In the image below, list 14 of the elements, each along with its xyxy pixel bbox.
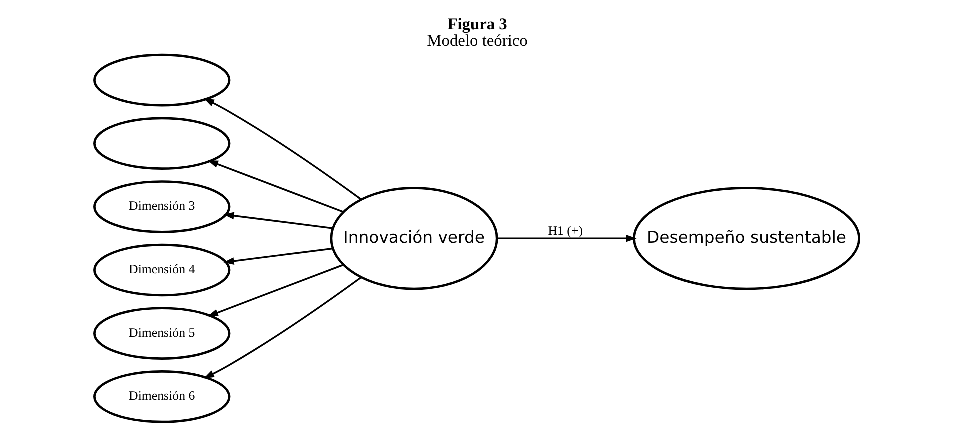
diagram-title: Figura 3: [448, 14, 508, 34]
node-ellipse: Desempeño sustentable: [633, 187, 860, 290]
node-ellipse: [94, 117, 231, 170]
arrow: [224, 212, 334, 230]
edge-label: H1 (+): [548, 224, 584, 238]
arrow: [204, 98, 362, 200]
arrow: [497, 234, 637, 242]
arrow: [204, 276, 362, 379]
arrow: [208, 160, 344, 214]
node-ellipse: Dimensión 3: [94, 180, 231, 234]
arrow: [224, 248, 334, 265]
node-ellipse: Innovación verde: [330, 187, 498, 290]
arrow: [208, 264, 344, 317]
node-ellipse: Dimensión 4: [94, 244, 231, 297]
